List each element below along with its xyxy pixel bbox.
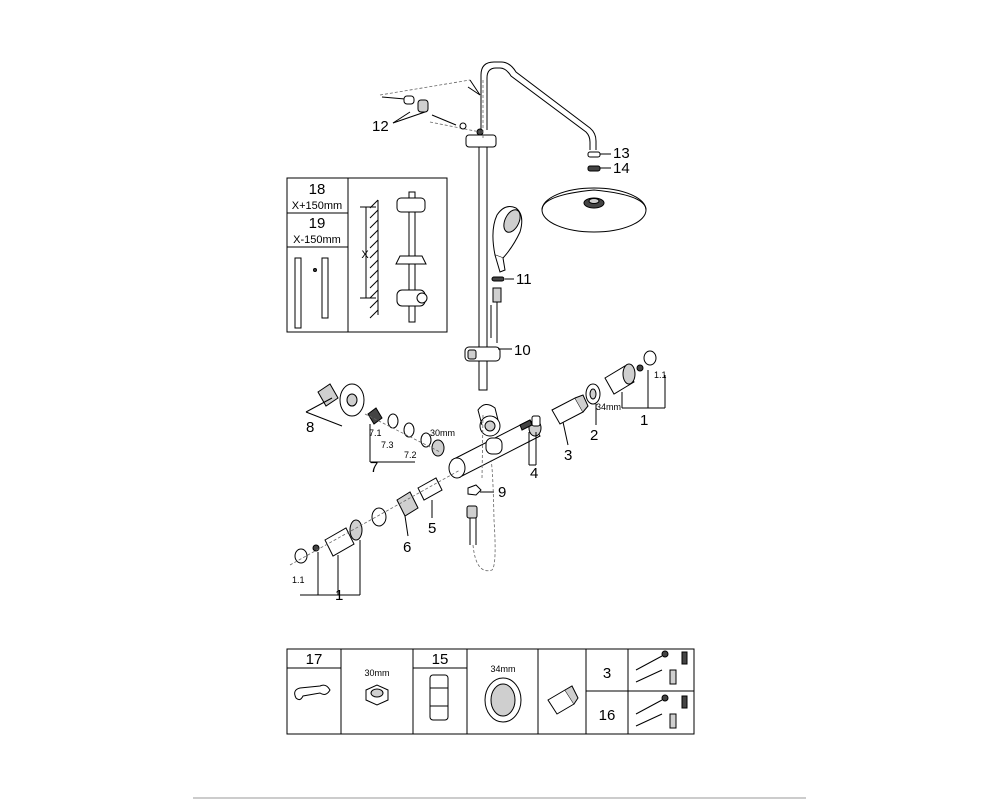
table-34mm: 34mm xyxy=(490,664,515,674)
callout-2: 2 xyxy=(590,427,598,444)
callout-7-2: 7.2 xyxy=(404,450,417,460)
rod-icon xyxy=(294,257,302,329)
inset-19-length: X-150mm xyxy=(293,234,341,246)
left-lower-parts: 5 6 1.1 1 xyxy=(289,469,461,604)
callout-7-3: 7.3 xyxy=(381,440,394,450)
table-16-number: 16 xyxy=(599,707,616,724)
callout-13: 13 xyxy=(613,145,630,162)
left-upper-parts: 8 30mm 7.1 7.3 7.2 7 xyxy=(305,383,455,476)
inset-18-length: X+150mm xyxy=(292,200,342,212)
callout-7-1: 7.1 xyxy=(369,428,382,438)
spare-parts-table: 17 30mm 15 34mm 3 16 xyxy=(286,648,695,735)
rod-icon xyxy=(321,257,329,319)
thermostat-body xyxy=(448,404,542,479)
callout-1-left: 1 xyxy=(335,587,343,604)
right-connection-parts: 4 3 2 34mm 1.1 1 xyxy=(519,350,667,482)
shower-column: 13 14 11 10 xyxy=(464,61,647,391)
extension-icon xyxy=(429,674,449,721)
callout-4: 4 xyxy=(530,465,538,482)
slider-icon xyxy=(395,255,427,265)
hand-shower-icon xyxy=(492,206,523,273)
callout-9: 9 xyxy=(498,484,506,501)
table-17-number: 17 xyxy=(306,651,323,668)
callout-14: 14 xyxy=(613,160,630,177)
callout-1-right: 1 xyxy=(640,412,648,429)
callout-6: 6 xyxy=(403,539,411,556)
washer-14-icon xyxy=(587,165,601,172)
callout-5: 5 xyxy=(428,520,436,537)
inset-dimension-x: X xyxy=(361,249,369,261)
dim-34mm: 34mm xyxy=(596,402,621,412)
inset-18-number: 18 xyxy=(309,181,326,198)
callout-11: 11 xyxy=(516,271,532,288)
wrench-icon xyxy=(294,684,331,701)
callout-10: 10 xyxy=(514,342,531,359)
inset-19-number: 19 xyxy=(309,215,326,232)
table-15-number: 15 xyxy=(432,651,449,668)
callout-7: 7 xyxy=(370,459,378,476)
callout-8: 8 xyxy=(306,419,314,436)
table-30mm: 30mm xyxy=(364,668,389,678)
callout-3: 3 xyxy=(564,447,572,464)
callout-1-1-left: 1.1 xyxy=(292,575,305,585)
outlet-nut-9: 9 xyxy=(466,459,506,572)
wall-fixing-set-12: 12 xyxy=(372,79,481,135)
washer-13-icon xyxy=(587,151,601,158)
dim-30mm: 30mm xyxy=(430,428,455,438)
inset-length-options: 18 X+150mm 19 X-150mm X xyxy=(286,177,448,333)
callout-12: 12 xyxy=(372,118,389,135)
tool-set-icon xyxy=(635,650,688,729)
callout-1-1-right: 1.1 xyxy=(654,370,667,380)
table-3-number: 3 xyxy=(603,665,611,682)
head-shower-icon xyxy=(541,187,647,233)
